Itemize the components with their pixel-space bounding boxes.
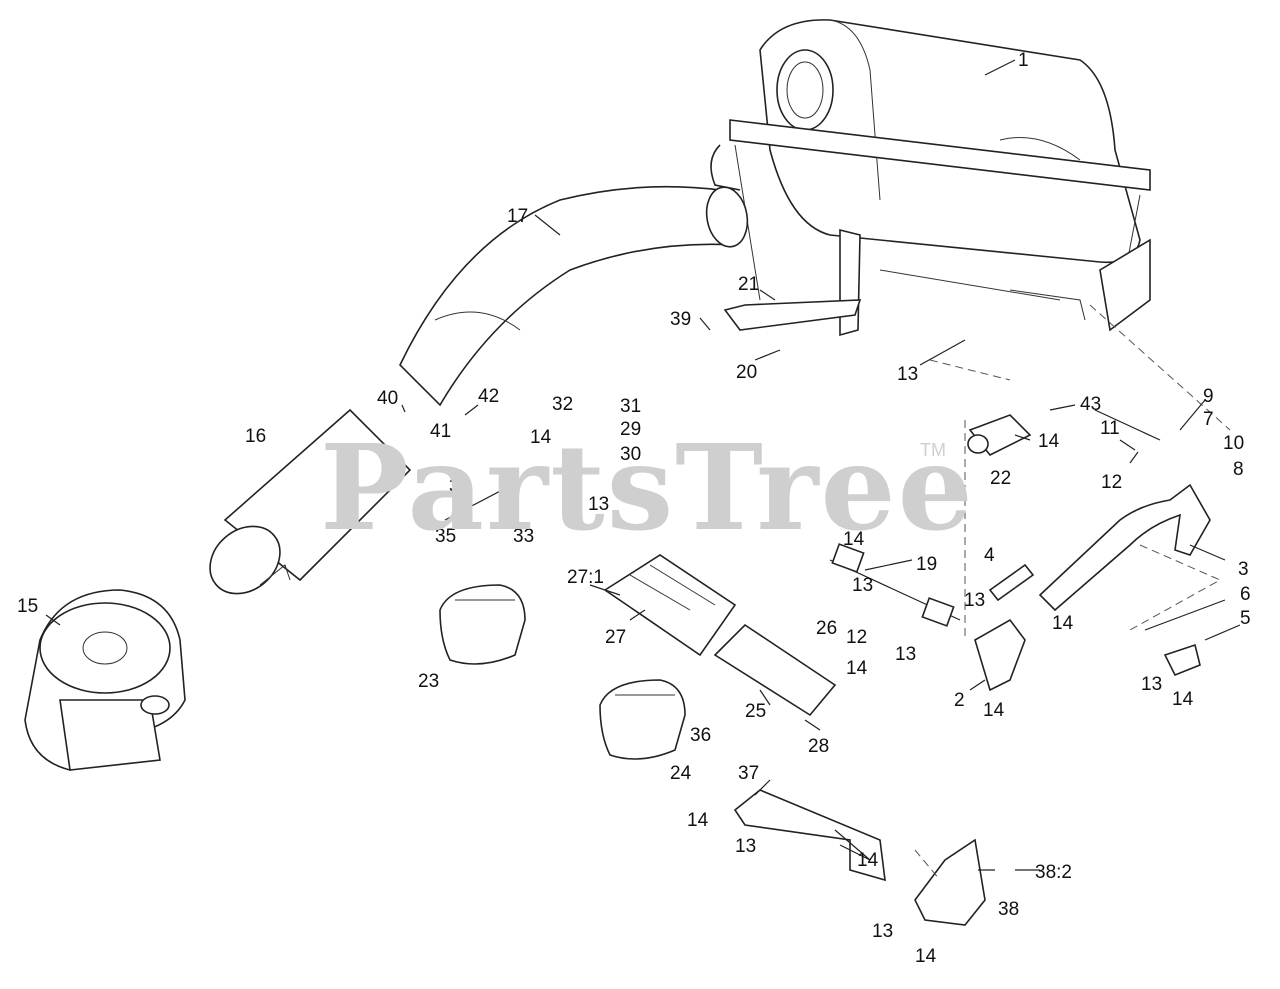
assembly-lines [914, 304, 1231, 881]
cover-24 [599, 679, 686, 760]
callout-38: 38 [998, 899, 1019, 920]
callout-32: 32 [552, 394, 573, 415]
callout-43: 43 [1080, 394, 1101, 415]
callout-3: 3 [1238, 559, 1249, 580]
callout-23: 23 [418, 671, 439, 692]
bracket-5 [1163, 643, 1201, 677]
callout-13: 13 [897, 364, 918, 385]
callout-29: 29 [620, 419, 641, 440]
callout-17: 17 [507, 206, 528, 227]
bar-20 [723, 299, 862, 331]
leader-lines [45, 59, 1241, 871]
callout-25: 25 [745, 701, 766, 722]
sleeve-4 [988, 563, 1035, 602]
callout-4: 4 [984, 545, 995, 566]
callout-13: 13 [735, 836, 756, 857]
control-panel-27 [603, 554, 737, 657]
callout-14: 14 [843, 529, 865, 550]
rod-34 [444, 477, 526, 521]
callout-13: 13 [895, 644, 916, 665]
rod-19 [829, 543, 961, 627]
callout-13: 13 [872, 921, 893, 942]
callout-14: 14 [915, 946, 937, 967]
plate-25 [713, 623, 837, 717]
callout-14: 14 [1172, 689, 1194, 710]
lower-tube [209, 408, 412, 595]
callout-27: 27 [605, 627, 626, 648]
callout-9: 9 [1203, 386, 1214, 407]
callout-10: 10 [1223, 433, 1244, 454]
callout-34: 34 [449, 476, 471, 497]
callout-15: 15 [17, 596, 38, 617]
callout-5: 5 [1240, 608, 1251, 629]
hopper-assembly [710, 19, 1151, 337]
callout-11: 11 [1100, 418, 1120, 439]
callout-14: 14 [1052, 613, 1074, 634]
blower-assembly [24, 589, 186, 771]
upper-hose [399, 185, 749, 407]
bracket-38 [914, 838, 986, 926]
callout-26: 26 [816, 618, 837, 639]
callout-27-1: 27:1 [567, 567, 604, 588]
callout-28: 28 [808, 736, 829, 757]
callout-16: 16 [245, 426, 266, 447]
callout-13: 13 [588, 494, 609, 515]
callout-13: 13 [1141, 674, 1162, 695]
watermark: PartsTree [320, 418, 975, 557]
callout-12: 12 [846, 627, 867, 648]
callout-14: 14 [687, 810, 709, 831]
callout-2: 2 [954, 690, 965, 711]
callout-38-2: 38:2 [1035, 862, 1072, 883]
callout-33: 33 [513, 526, 534, 547]
callout-13: 13 [964, 590, 985, 611]
callout-36: 36 [690, 725, 711, 746]
trademark: TM [920, 440, 946, 460]
callout-7: 7 [1203, 409, 1214, 430]
bracket-37 [733, 789, 886, 882]
bracket-2 [974, 618, 1026, 692]
callout-labels: 1 17 21 39 20 13 43 9 7 11 10 8 12 14 22… [17, 50, 1251, 967]
callout-24: 24 [670, 763, 692, 784]
callout-19: 19 [916, 554, 937, 575]
callout-14: 14 [846, 658, 868, 679]
callout-37: 37 [738, 763, 759, 784]
cover-23 [439, 584, 526, 665]
callout-14: 14 [1038, 431, 1060, 452]
callout-14: 14 [983, 700, 1005, 721]
callout-1: 1 [1018, 50, 1029, 71]
callout-39: 39 [670, 309, 691, 330]
bracket-22 [967, 414, 1032, 457]
callout-12: 12 [1101, 472, 1122, 493]
callout-41: 41 [430, 421, 451, 442]
callout-14: 14 [857, 850, 879, 871]
callout-30: 30 [620, 444, 641, 465]
callout-8: 8 [1233, 459, 1244, 480]
callout-35: 35 [435, 526, 456, 547]
handle-3 [1038, 483, 1211, 612]
callout-42: 42 [478, 386, 499, 407]
callout-20: 20 [736, 362, 757, 383]
callout-21: 21 [738, 274, 759, 295]
callout-6: 6 [1240, 584, 1251, 605]
callout-31: 31 [620, 396, 641, 417]
callout-40: 40 [377, 388, 398, 409]
callout-14: 14 [530, 427, 552, 448]
callout-13: 13 [852, 575, 873, 596]
callout-22: 22 [990, 468, 1011, 489]
